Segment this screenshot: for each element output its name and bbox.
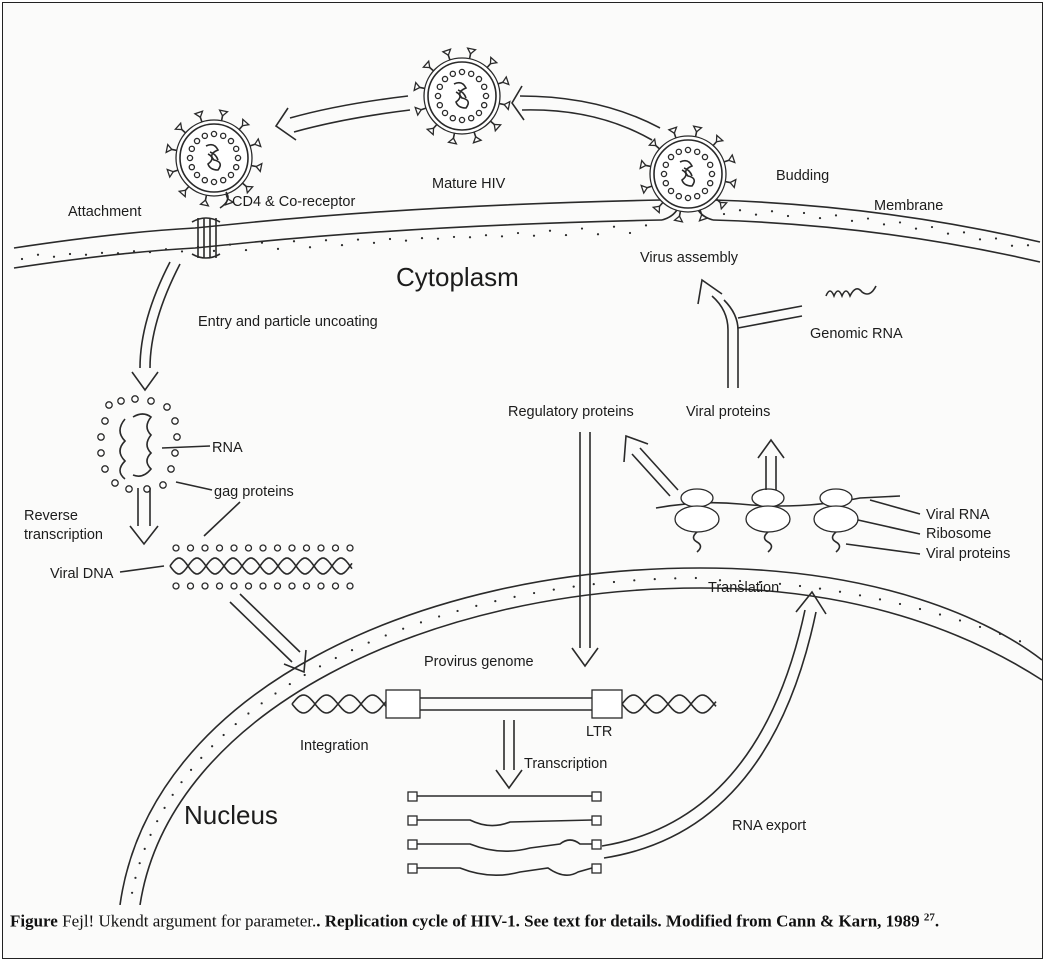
label-rna-export: RNA export	[732, 818, 806, 834]
arrow-transcription	[496, 720, 522, 788]
label-gag: gag proteins	[214, 484, 294, 500]
pointer-gag	[176, 482, 212, 490]
label-cytoplasm: Cytoplasm	[396, 262, 519, 292]
label-integration: Integration	[300, 738, 369, 754]
figure-caption: Figure Fejl! Ukendt argument for paramet…	[10, 905, 1040, 934]
virus-particle-mature	[414, 48, 510, 144]
caption-end: .	[935, 912, 939, 931]
nuclear-envelope	[120, 568, 1042, 905]
capsid-uncoating	[98, 396, 180, 492]
label-transcription: Transcription	[524, 756, 607, 772]
arrow-entry	[132, 262, 180, 390]
caption-error-text: Fejl! Ukendt argument for parameter.	[58, 912, 316, 931]
arrow-to-viral-proteins	[758, 440, 784, 490]
label-viral-proteins-right: Viral proteins	[926, 546, 1010, 562]
label-attachment: Attachment	[68, 204, 141, 220]
label-mature-hiv: Mature HIV	[432, 176, 506, 192]
label-provirus: Provirus genome	[424, 654, 534, 670]
caption-figure-word: Figure	[10, 912, 58, 931]
arrow-regulatory-to-provirus	[572, 432, 598, 666]
rna-transcripts	[408, 792, 601, 875]
virus-particle-attachment	[166, 110, 262, 206]
label-virus-assembly: Virus assembly	[640, 250, 739, 266]
viral-dna-helix	[120, 545, 353, 589]
pointer-viral-dna	[120, 566, 164, 572]
label-genomic-rna: Genomic RNA	[810, 326, 903, 342]
label-viral-dna: Viral DNA	[50, 566, 114, 582]
label-nucleus: Nucleus	[184, 800, 278, 830]
pointer-gag-dna	[204, 502, 240, 536]
label-ribosome: Ribosome	[926, 526, 991, 542]
ribosomes	[656, 489, 920, 554]
label-budding: Budding	[776, 168, 829, 184]
pointer-rna	[162, 446, 210, 448]
caption-ref: 27	[924, 911, 935, 923]
label-reverse: Reverse	[24, 508, 78, 524]
arrow-integration	[230, 594, 306, 672]
provirus-genome	[292, 690, 716, 718]
arrow-bud-to-mature	[512, 86, 660, 140]
arrow-to-regulatory	[624, 436, 678, 496]
label-rna: RNA	[212, 440, 243, 456]
label-translation: Translation	[708, 580, 779, 596]
arrow-virus-assembly	[698, 280, 802, 388]
label-entry: Entry and particle uncoating	[198, 314, 378, 330]
label-viral-proteins-top: Viral proteins	[686, 404, 770, 420]
label-membrane: Membrane	[874, 198, 943, 214]
arrow-reverse-transcription	[130, 488, 158, 544]
label-reverse-transcription: transcription	[24, 527, 103, 543]
hiv-replication-diagram: Attachment CD4 & Co-receptor Mature HIV …	[0, 0, 1047, 905]
caption-bold-text: . Replication cycle of HIV-1. See text f…	[316, 912, 924, 931]
label-cd4: CD4 & Co-receptor	[232, 194, 355, 210]
virus-particle-budding	[640, 126, 736, 222]
label-viral-rna: Viral RNA	[926, 507, 990, 523]
label-regulatory: Regulatory proteins	[508, 404, 634, 420]
genomic-rna-squiggle	[826, 286, 876, 296]
arrow-mature-to-attach	[276, 96, 410, 140]
label-ltr: LTR	[586, 724, 612, 740]
